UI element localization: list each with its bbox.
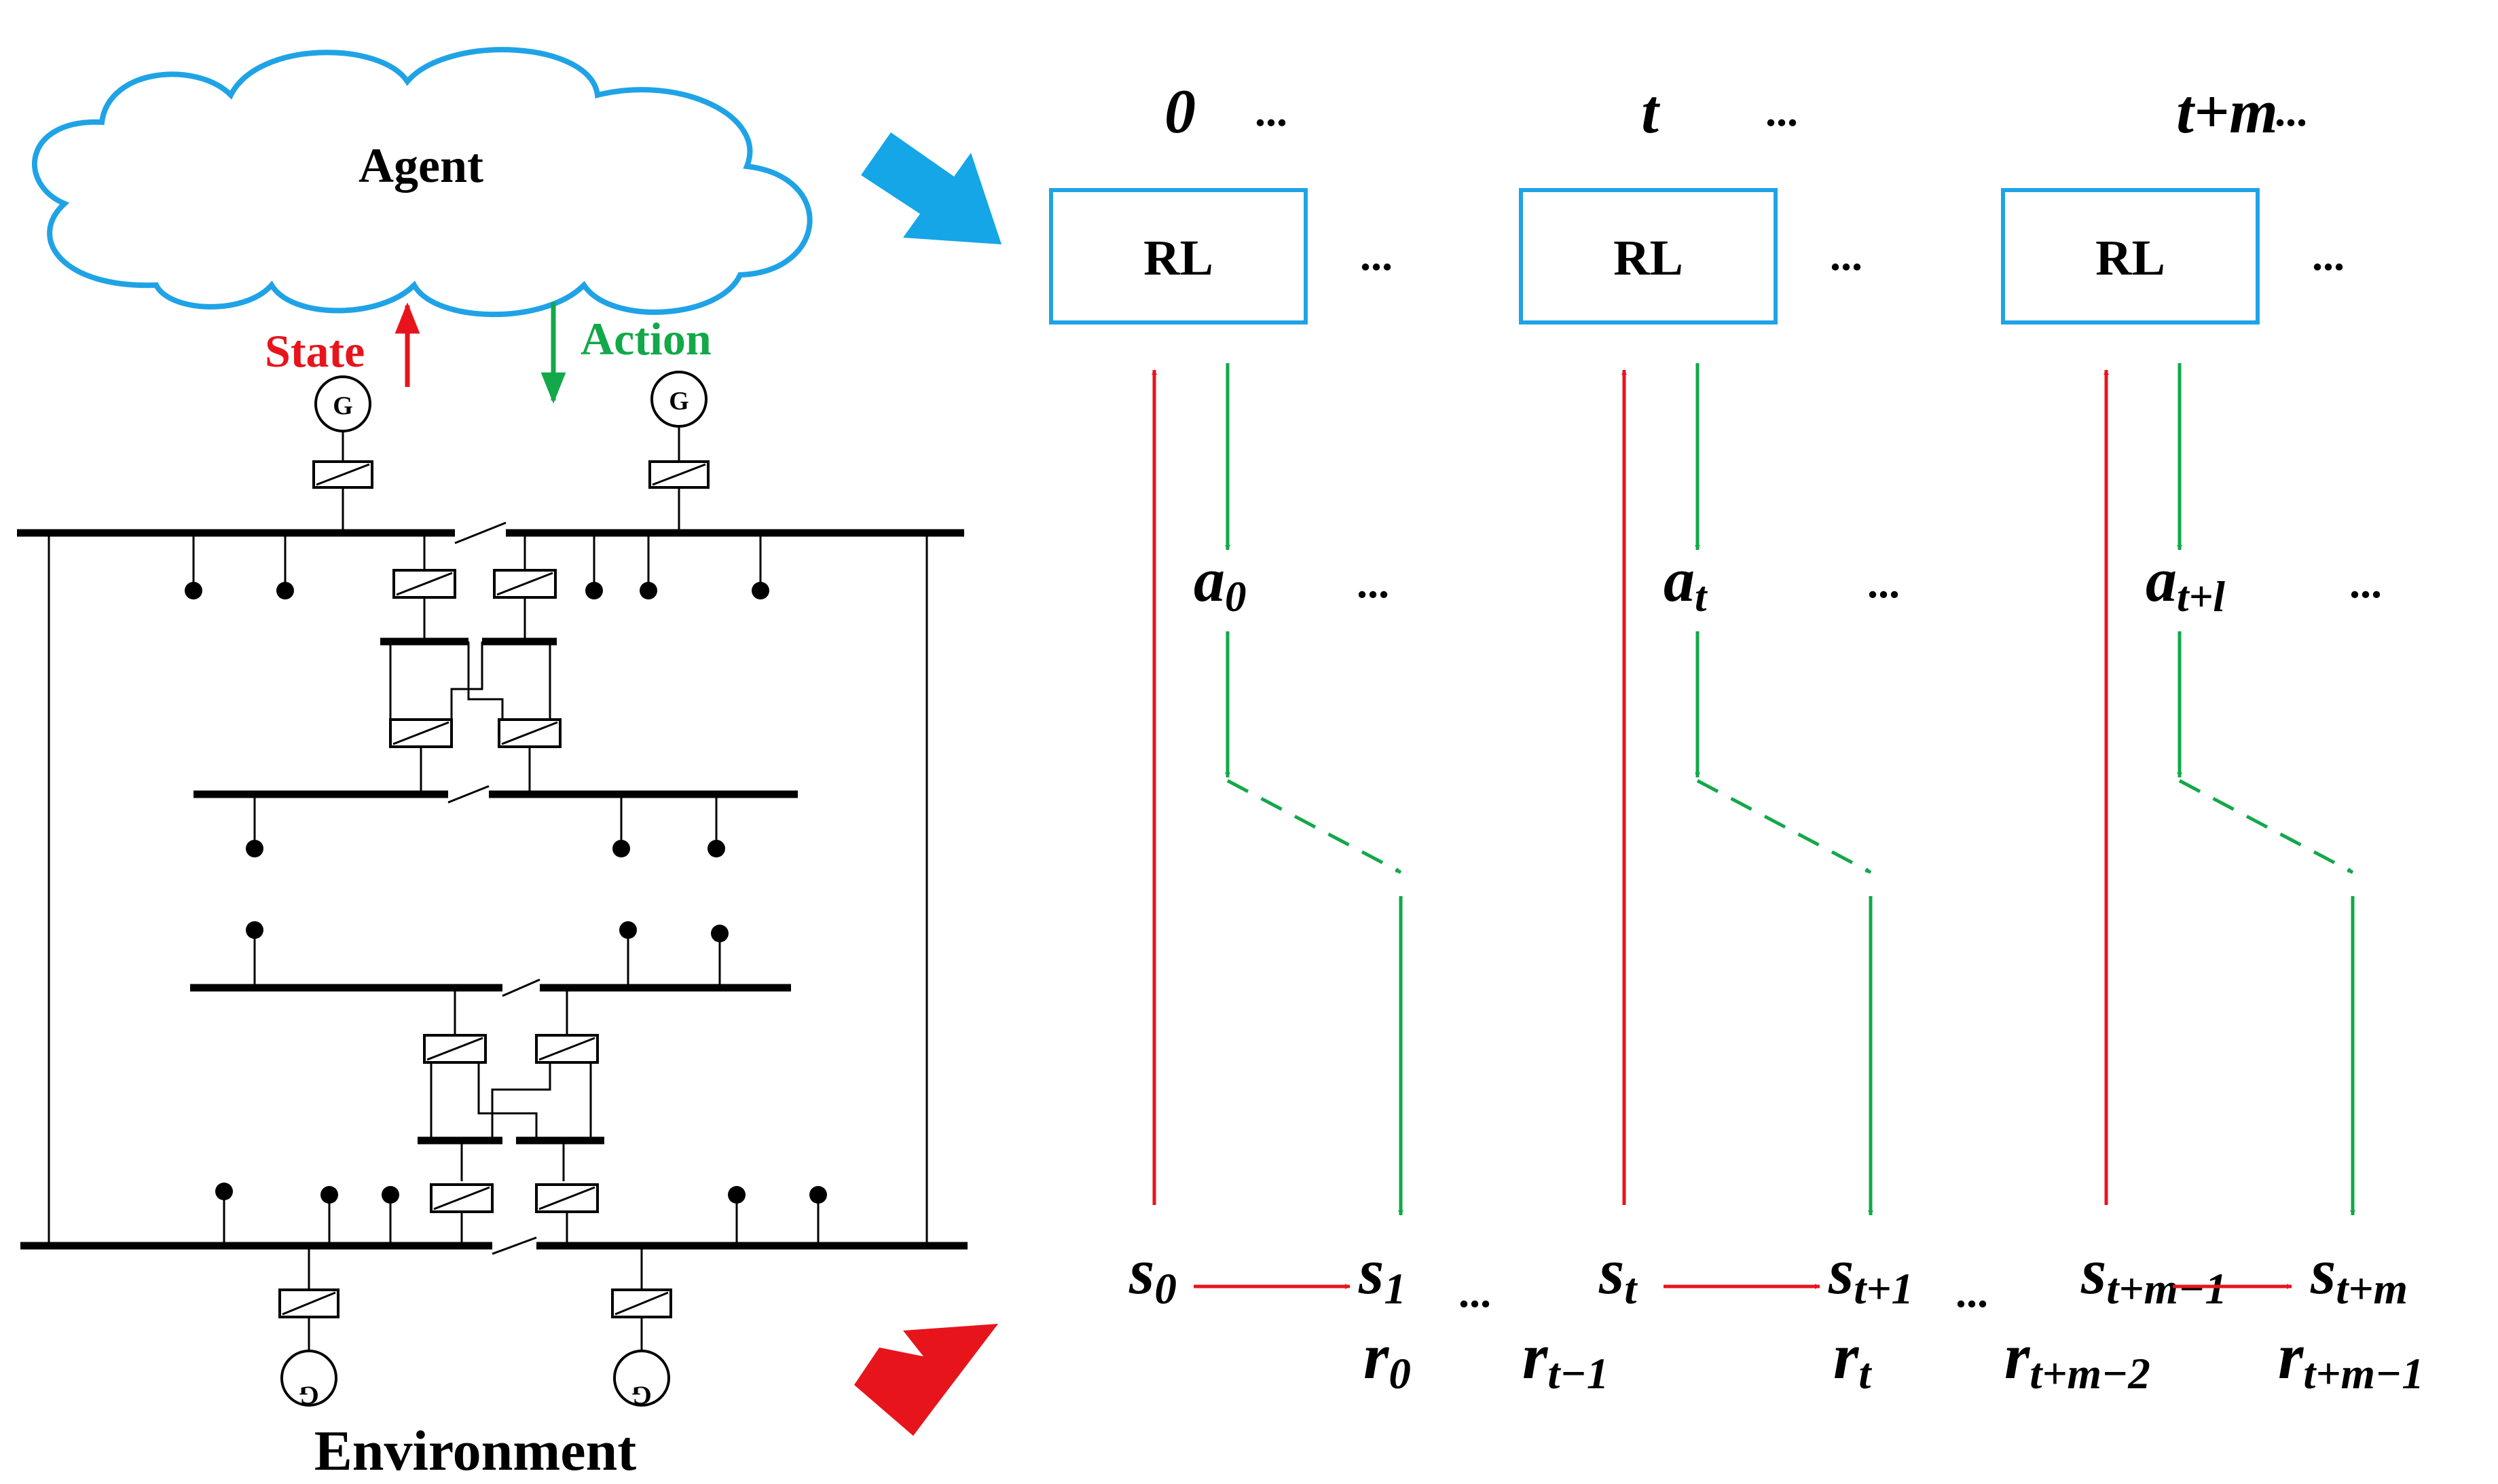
- rl-label: RL: [1613, 231, 1683, 286]
- rl-label: RL: [2095, 231, 2165, 286]
- loads-top: [185, 533, 769, 599]
- ellipsis: ...: [1360, 231, 1393, 280]
- generator-top-right: G: [648, 371, 710, 533]
- generator-label: G: [631, 1381, 652, 1409]
- rl-timeline: 0... RL... a0... s0 s1... r0 t... RL... at... st s…: [1049, 77, 2424, 1398]
- state-label: State: [265, 325, 365, 377]
- ellipsis: ...: [1765, 87, 1798, 135]
- state-to-label: st+m: [2310, 1235, 2408, 1314]
- generator-bottom-right: G: [611, 1246, 672, 1409]
- state-from-label: st+m−1: [2080, 1235, 2227, 1314]
- loads-second: [246, 794, 725, 857]
- action-label: Action: [581, 313, 712, 365]
- ellipsis: ...: [1255, 87, 1287, 135]
- reward-to-label: rt+m−1: [2278, 1320, 2424, 1398]
- reward-to-label: r0: [1363, 1320, 1411, 1398]
- action-label: at: [1664, 545, 1708, 620]
- state-to-label: s1: [1358, 1235, 1406, 1314]
- reward-to-label: rt: [1833, 1320, 1872, 1398]
- agent-cloud: Agent: [31, 47, 813, 318]
- loads-bottom: [215, 1183, 827, 1246]
- action-label: a0: [1194, 545, 1247, 620]
- ellipsis: ...: [1357, 559, 1389, 607]
- reward-from-label: rt−1: [1522, 1320, 1609, 1398]
- state-from-label: s0: [1128, 1235, 1177, 1314]
- generator-icon: [613, 1350, 670, 1407]
- time-label: 0: [1164, 77, 1196, 146]
- rl-box: [1049, 188, 1308, 324]
- rl-box: [2001, 188, 2260, 324]
- ellipsis: ...: [1830, 231, 1862, 280]
- ellipsis: ...: [1458, 1268, 1491, 1316]
- environment-grid: G G: [17, 371, 968, 1483]
- generator-bottom-left: G: [278, 1246, 339, 1409]
- generator-top-left: G: [312, 375, 373, 533]
- state-from-label: st: [1598, 1235, 1638, 1314]
- rl-box: [1519, 188, 1778, 324]
- time-label: t: [1641, 77, 1660, 146]
- generator-icon: [280, 1350, 337, 1407]
- agent-label: Agent: [359, 138, 483, 193]
- agent-to-rl-arrow: [861, 132, 1002, 244]
- transition-arrow: [1696, 779, 1872, 874]
- state-to-label: st+1: [1828, 1235, 1913, 1314]
- environment-to-states-arrow: [854, 1324, 998, 1436]
- state-action-arrows: State Action: [265, 302, 712, 404]
- ellipsis: ...: [1867, 559, 1900, 607]
- reward-from-label: rt+m−2: [2004, 1320, 2150, 1398]
- time-label: t+m: [2176, 77, 2278, 146]
- timestep-2: t+m...RL...at+l...st+m−1st+m...rt+m−2rt+…: [2001, 77, 2424, 1398]
- action-label: at+l: [2146, 545, 2225, 620]
- ellipsis: ...: [2275, 87, 2307, 135]
- timestep-0: 0... RL... a0... s0 s1... r0: [1049, 77, 1491, 1398]
- cloud-shape: [31, 47, 813, 318]
- environment-label: Environment: [314, 1420, 637, 1483]
- rl-label: RL: [1143, 231, 1213, 286]
- generator-label: G: [669, 387, 689, 415]
- generator-label: G: [299, 1381, 319, 1409]
- ellipsis: ...: [2349, 559, 2382, 607]
- transition-arrow: [2178, 779, 2354, 874]
- loads-third: [246, 921, 729, 988]
- ellipsis: ...: [2312, 231, 2345, 280]
- generator-label: G: [333, 392, 353, 420]
- ellipsis: ...: [1955, 1268, 1988, 1316]
- timestep-1: t... RL... at... st st+1... rt−1 rt: [1519, 77, 1988, 1398]
- transition-arrow: [1226, 779, 1402, 874]
